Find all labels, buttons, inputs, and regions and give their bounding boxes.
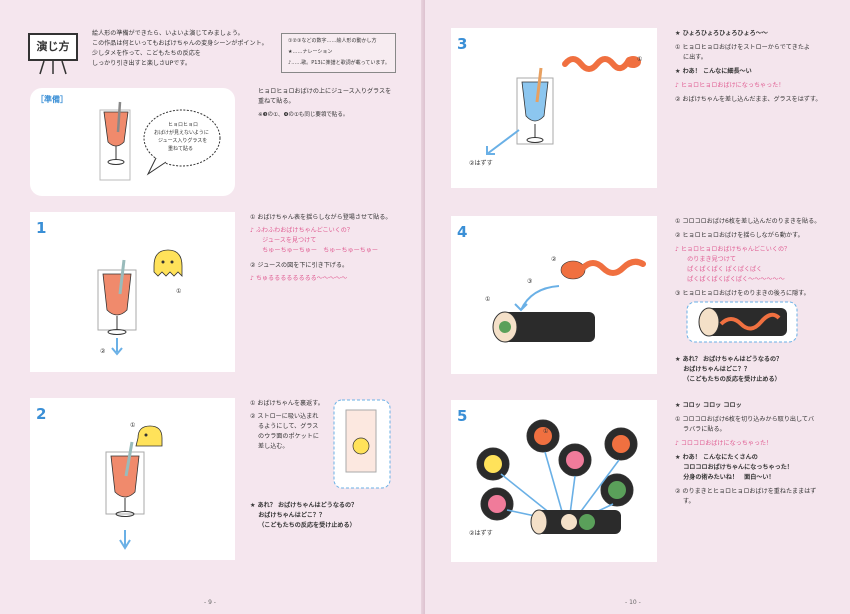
bubble-line: 重ねて貼る [168,146,194,152]
step4-line: ② ヒョロヒョロおばけを揺らしながら動かす。 [675,232,804,239]
step1-line: ♪ ちゅるるるるるるるる〜〜〜〜〜 [250,275,348,282]
step-number: 1 [36,219,47,237]
bubble-line: ジュース入りグラスを [158,138,208,144]
page-number: - 9 - [204,599,216,607]
step5-line: ① コロコロおばけ6枚を切り込みから取り出してバ [675,416,815,423]
long-ghost-icon [560,258,646,280]
callout-1: ① [130,422,136,429]
prep-label: ［準備］ [36,95,68,104]
step2-ask: ★ あれ？ おばけちゃんはどうなるの？ [250,502,358,509]
juice-glass-icon [105,441,145,550]
legend-line: ♪……歌。P13に楽譜と歌詞が載っています。 [288,60,390,66]
step3-illustration: 3 ① ②はずす [451,28,657,188]
speech-bubble [143,109,221,176]
step4-line: のりまき見つけて [675,256,736,263]
step1-illustration: 1 ① ② [30,212,235,372]
step3-line: ★ ひょろひょろひょろひょろ〜〜 [675,30,768,37]
intro-line: 少しタメを作って、こどもたちの反応を [92,50,201,57]
callout-2: ②はずす [469,530,493,537]
easel-icon [39,60,67,75]
step4-illustration: 4 ① ② ③ [451,216,657,374]
prep-text: ヒョロヒョロおばけの上にジュース入りグラスを [258,88,392,95]
step1-line: ジュースを見つけて [250,237,317,244]
hidden-ghost-roll-icon [686,301,798,343]
prep-text: 重ねて貼る。 [258,98,295,105]
step5-line: ラバラに貼る。 [675,426,726,433]
step5-line: ♪ コロコロおばけになっちゃった！ [675,440,773,447]
step2-ask: （こどもたちの反応を受け止める） [250,522,356,529]
step4-line: ぱくぱくぱくぱくぱく〜〜〜〜〜〜 [675,276,785,283]
step3-line: ① ヒョロヒョロおばけをストローからでてきたよ [675,44,811,51]
step-number: 2 [36,405,47,423]
nori-roll-icon [492,311,595,343]
long-ghost-icon [562,56,641,72]
step3-line: ② おばけちゃんを差し込んだまま、グラスをはずす。 [675,96,822,103]
step2-line: るようにして、グラス [250,423,319,430]
step5-line: ② のりまきとヒョロヒョロおばけを重ねたままはず [675,488,817,495]
step1-line: ♪ ふわふわおばけちゃんどこいくの？ [250,227,353,234]
step3-line: ★ わあ！ こんなに細長〜い [675,68,752,75]
bubble-line: おばけが見えないように [154,130,209,136]
step3-line: に出す。 [675,54,707,61]
right-page: 3 ① ②はずす ★ ひょろひょろひょろひょろ〜〜 ① ヒョロヒョロおばけをスト… [425,0,850,614]
step2-ask: おばけちゃんはどこ？？ [250,512,326,519]
callout-1: ① [543,428,549,435]
ghost-rolls-icon [476,419,638,523]
pocket-card-icon [333,399,391,489]
arrow-icon [486,129,520,155]
legend-line: ①②③などの数字……絵人形の動かし方 [288,38,377,44]
step2-line: のウラ面のポケットに [250,433,319,440]
step2-line: ① おばけちゃんを裏返す。 [250,400,324,407]
page-number: - 10 - [625,599,641,607]
step2-line: 差し込む。 [250,443,289,450]
ghost-icon [153,249,183,277]
intro-line: 絵人形の準備ができたら、いよいよ演じてみましょう。 [92,30,244,37]
prep-note: ※❸の①、❹の①も同じ要領で貼る。 [258,112,349,118]
intro-line: この作品は何といってもおばけちゃんの変身シーンがポイント。 [92,40,268,47]
step4-ask: ★ あれ？ おばけちゃんはどうなるの？ [675,356,783,363]
step4-ask: おばけちゃんはどこ？？ [675,366,751,373]
step5-line: ★ わあ！ こんなにたくさんの [675,454,758,461]
nori-roll-icon [530,509,621,535]
step4-line: ③ ヒョロヒョロおばけをのりまきの後ろに隠す。 [675,290,810,297]
ghost-icon [135,425,163,447]
intro-line: しっかり引き出すと楽しさUPです。 [92,60,191,67]
step-number: 3 [457,35,468,53]
step4-line: ① コロコロおばけ6枚を差し込んだのりまきを貼る。 [675,218,821,225]
callout-2: ②はずす [469,160,493,167]
step2-line: ② ストローに吸い込まれ [250,413,319,420]
glass-straw-icon [516,67,554,145]
step5-illustration: 5 ① ②はずす [451,400,657,562]
step5-line: す。 [675,498,695,505]
prep-box: ［準備］ ヒョロヒョロ おばけが見えないように ジュース入りグラスを 重ねて貼る [30,88,235,196]
step4-line: ぱくぱくぱく ぱくぱくぱく [675,266,763,273]
arrow-icon [514,285,560,312]
callout-2: ② [551,256,557,263]
step2-illustration: 2 ① [30,398,235,560]
step5-line: 分身の術みたいね！ 面白〜い！ [675,474,775,481]
left-page: 演じ方 絵人形の準備ができたら、いよいよ演じてみましょう。 この作品は何といって… [28,30,396,607]
legend-box: ①②③などの数字……絵人形の動かし方 ★……ナレーション ♪……歌。P13に楽譜… [281,33,396,73]
bubble-line: ヒョロヒョロ [168,122,199,128]
legend-line: ★……ナレーション [288,49,333,55]
callout-3: ③ [527,278,533,285]
step4-ask: （こどもたちの反応を受け止める） [675,376,781,383]
callout-1: ① [485,296,491,303]
callout-1: ① [176,288,182,295]
step1-line: ② ジュースの図を下に引き下げる。 [250,262,349,269]
title-board: 演じ方 [28,33,78,61]
step4-line: ♪ ヒョロヒョロおばけちゃんどこいくの？ [675,246,791,253]
callout-1: ① [637,56,643,63]
callout-2: ② [100,348,106,355]
step3-line: ♪ ヒョロヒョロおばけになっちゃった！ [675,82,785,89]
step-number: 4 [457,223,468,241]
step-number: 5 [457,407,468,425]
step5-line: ★ コロッ コロッ コロッ [675,402,742,409]
step1-line: ① おばけちゃん表を揺らしながら登場させて貼る。 [250,214,392,221]
step1-line: ちゅーちゅーちゅー ちゅーちゅーちゅー [250,247,378,254]
step5-line: コロコロおばけちゃんになっちゃった！ [675,464,793,471]
glass-overlay-icon [99,101,131,181]
juice-glass-icon [97,259,137,356]
